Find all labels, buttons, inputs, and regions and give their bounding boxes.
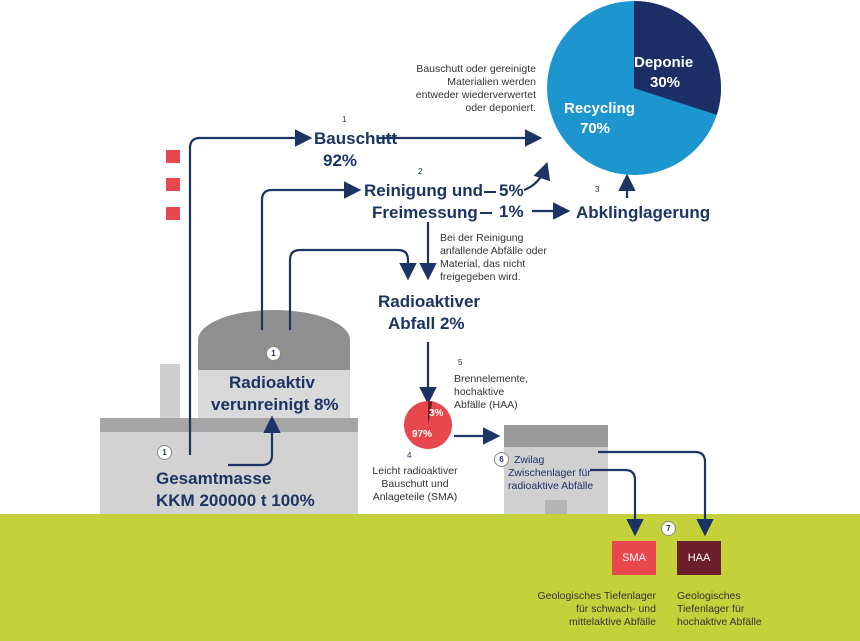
gesamtmasse-line1: Gesamtmasse	[156, 469, 272, 488]
arrow-to-bauschutt	[188, 129, 313, 455]
recycling-label: Recycling	[564, 100, 635, 117]
zwilag-text: Zwilag Zwischenlager für radioaktive Abf…	[508, 454, 594, 492]
tiefenlager-number: 7	[661, 521, 676, 536]
gesamtmasse-line2: KKM 200000 t 100%	[156, 491, 315, 510]
abklinglagerung-number: 3	[595, 185, 600, 194]
arrow-to-haa	[598, 450, 714, 537]
deponie-value: 30%	[650, 74, 681, 91]
zwilag-number: 6	[494, 452, 509, 467]
small-pie-major-value: 97%	[412, 429, 433, 440]
abklinglagerung-label: Abklinglagerung	[576, 203, 711, 222]
deponie-label: Deponie	[634, 54, 694, 71]
arrow-to-verunreinigt	[228, 415, 281, 467]
haa-box: HAA	[677, 541, 721, 575]
sma-text: Geologisches Tiefenlager für schwach- un…	[537, 590, 657, 628]
sma-box: SMA	[612, 541, 656, 575]
marker-square-2	[166, 178, 180, 191]
recycling-value: 70%	[580, 120, 611, 137]
arrow-to-sma	[590, 468, 644, 537]
dash-top	[484, 191, 496, 193]
note-reinigung: Bei der Reinigung anfallende Abfälle ode…	[440, 232, 547, 283]
leicht-text: Leicht radioaktiver Bauschutt und Anlage…	[372, 465, 458, 503]
bauschutt-number: 1	[342, 115, 347, 124]
bauschutt-value: 92%	[323, 151, 358, 170]
brennelemente-text: Brennelemente, hochaktive Abfälle (HAA)	[454, 373, 529, 411]
arrow-to-radioaktiver	[288, 248, 417, 330]
brennelemente-number: 5	[458, 358, 463, 367]
reactor-dome-base	[198, 340, 350, 342]
zwilag-door	[545, 500, 567, 514]
zwilag-roof	[504, 425, 608, 447]
building-roof	[100, 418, 358, 432]
small-pie	[404, 401, 452, 449]
arrow-five-pct	[523, 161, 551, 192]
radioaktiver-line2: Abfall 2%	[388, 314, 465, 333]
reinigung-pct-top: 5%	[499, 181, 524, 200]
ground	[0, 514, 860, 641]
reinigung-number: 2	[418, 167, 423, 176]
marker-square-1	[166, 150, 180, 163]
verunreinigt-line1: Radioaktiv	[229, 373, 315, 392]
note-top: Bauschutt oder gereinigte Materialien we…	[415, 63, 536, 114]
radioaktiver-line1: Radioaktiver	[378, 292, 481, 311]
deponie-slice	[634, 1, 721, 115]
recycling-pie	[547, 1, 721, 175]
arrow-to-reinigung	[260, 181, 362, 330]
haa-slice	[428, 401, 433, 425]
reinigung-pct-bottom: 1%	[499, 202, 524, 221]
small-pie-minor-value: 3%	[429, 408, 444, 419]
dash-bottom	[480, 212, 492, 214]
reinigung-line1: Reinigung und	[364, 181, 483, 200]
chimney	[160, 364, 180, 419]
leicht-number: 4	[407, 451, 412, 460]
verunreinigt-number: 1	[266, 346, 281, 361]
gesamtmasse-number: 1	[157, 445, 172, 460]
haa-text: Geologisches Tiefenlager für hochaktive …	[677, 590, 762, 628]
reinigung-line2: Freimessung	[372, 203, 478, 222]
bauschutt-label: Bauschutt	[314, 129, 398, 148]
building-body	[100, 432, 358, 514]
marker-square-3	[166, 207, 180, 220]
verunreinigt-line2: verunreinigt 8%	[211, 395, 339, 414]
